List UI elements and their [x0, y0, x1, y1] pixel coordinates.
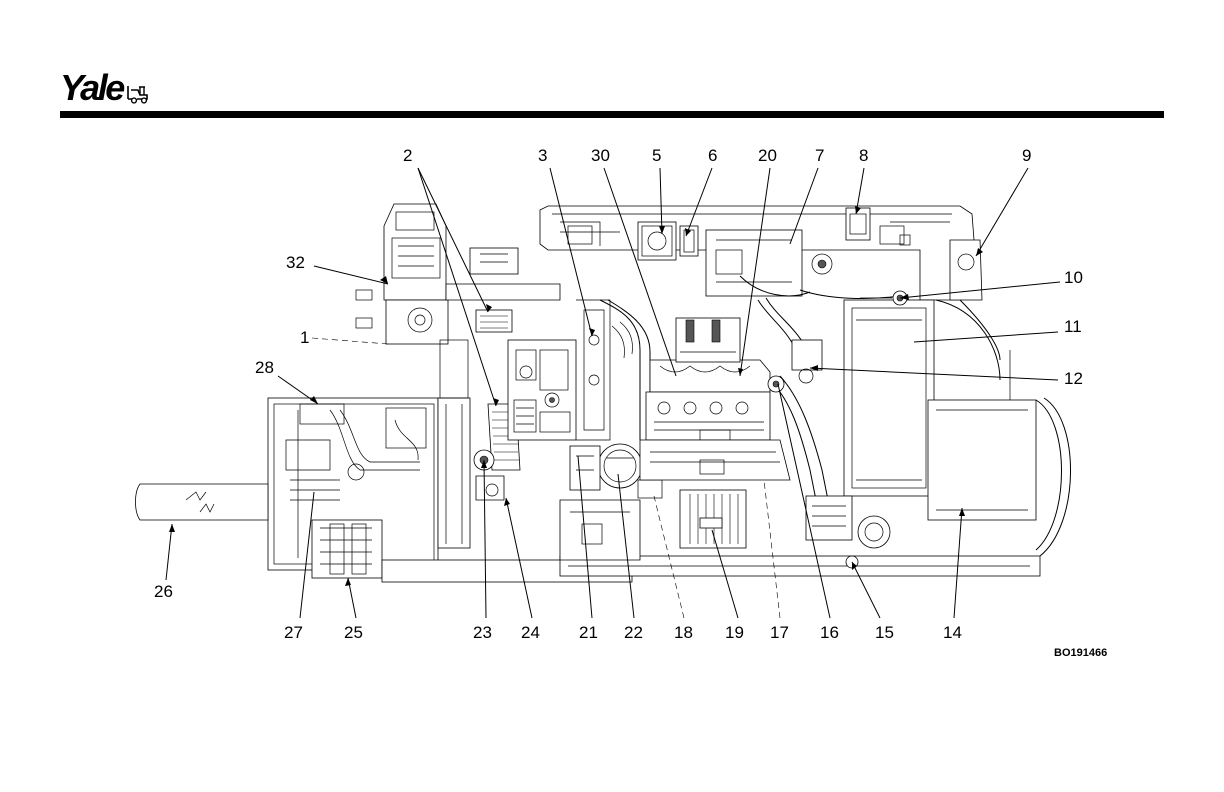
callout-26: 26	[154, 582, 173, 601]
callout-3: 3	[538, 146, 547, 165]
callout-20: 20	[758, 146, 777, 165]
callout-23: 23	[473, 623, 492, 642]
callout-25: 25	[344, 623, 363, 642]
callout-30: 30	[591, 146, 610, 165]
callout-27: 27	[284, 623, 303, 642]
callout-1: 1	[300, 328, 309, 347]
callout-24: 24	[521, 623, 540, 642]
figure-id: BO191466	[1054, 647, 1107, 659]
engine-illustration	[136, 204, 1071, 582]
callout-16: 16	[820, 623, 839, 642]
callout-28: 28	[255, 358, 274, 377]
callout-19: 19	[725, 623, 744, 642]
callout-14: 14	[943, 623, 962, 642]
callout-8: 8	[859, 146, 868, 165]
callout-15: 15	[875, 623, 894, 642]
callout-32: 32	[286, 253, 305, 272]
callout-10: 10	[1064, 268, 1083, 287]
callout-21: 21	[579, 623, 598, 642]
callout-12: 12	[1064, 369, 1083, 388]
callout-11: 11	[1064, 317, 1082, 336]
callout-6: 6	[708, 146, 717, 165]
callout-5: 5	[652, 146, 661, 165]
callout-18: 18	[674, 623, 693, 642]
callout-7: 7	[815, 146, 824, 165]
callout-2: 2	[403, 146, 412, 165]
callout-17: 17	[770, 623, 789, 642]
callout-22: 22	[624, 623, 643, 642]
callout-9: 9	[1022, 146, 1031, 165]
